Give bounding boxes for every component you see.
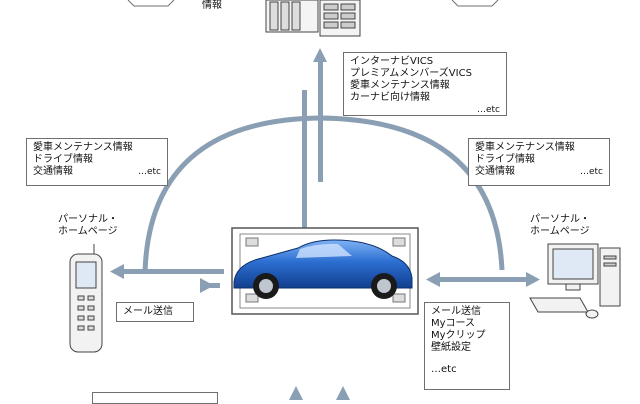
right-box-line: 愛車メンテナンス情報 [475,142,575,153]
left-box-line: 愛車メンテナンス情報 [33,142,133,153]
center-info-box: インターナビVICS プレミアムメンバーズVICS 愛車メンテナンス情報 カーナ… [343,52,507,116]
right-send-box: メール送信 Myコース Myクリップ 壁紙設定 …etc [424,302,510,390]
center-box-line: 愛車メンテナンス情報 [350,80,450,91]
top-left-partial-box [127,0,175,7]
top-right-partial-box [451,0,499,7]
right-send-line: 壁紙設定 [431,342,471,353]
side-arrows [110,264,540,293]
bottom-partial-box [92,392,218,404]
right-box-last-row: 交通情報 …etc [475,166,603,178]
center-box-etc: …etc [476,105,500,115]
right-info-box: 愛車メンテナンス情報 ドライブ情報 交通情報 …etc [468,138,610,186]
left-send-box: メール送信 [116,302,194,322]
vertical-arrows [297,48,327,254]
right-box-line: ドライブ情報 [475,154,535,165]
right-send-line: Myクリップ [431,330,486,341]
left-box-line: 交通情報 [33,166,73,177]
left-box-line: ドライブ情報 [33,154,93,165]
server-rack-icon [265,0,361,37]
left-box-etc: …etc [137,167,161,177]
desktop-pc-icon [529,243,621,319]
right-box-line: 交通情報 [475,166,515,177]
bottom-arrows [289,386,350,400]
right-box-etc: …etc [579,167,603,177]
right-send-etc: …etc [431,364,457,375]
left-device-label: パーソナル・ ホームページ [58,214,118,237]
right-send-line: Myコース [431,318,476,329]
top-partial-label: 情報 [202,0,222,11]
left-send-label: メール送信 [123,306,173,317]
car-icon [233,239,413,299]
mobile-phone-icon [69,244,103,353]
left-info-box: 愛車メンテナンス情報 ドライブ情報 交通情報 …etc [26,138,168,186]
center-box-line: インターナビVICS [350,56,434,67]
center-box-line: カーナビ向け情報 [350,92,430,103]
right-device-label: パーソナル・ ホームページ [530,214,590,237]
right-send-line: メール送信 [431,306,481,317]
left-box-last-row: 交通情報 …etc [33,166,161,178]
center-box-line: プレミアムメンバーズVICS [350,68,472,79]
